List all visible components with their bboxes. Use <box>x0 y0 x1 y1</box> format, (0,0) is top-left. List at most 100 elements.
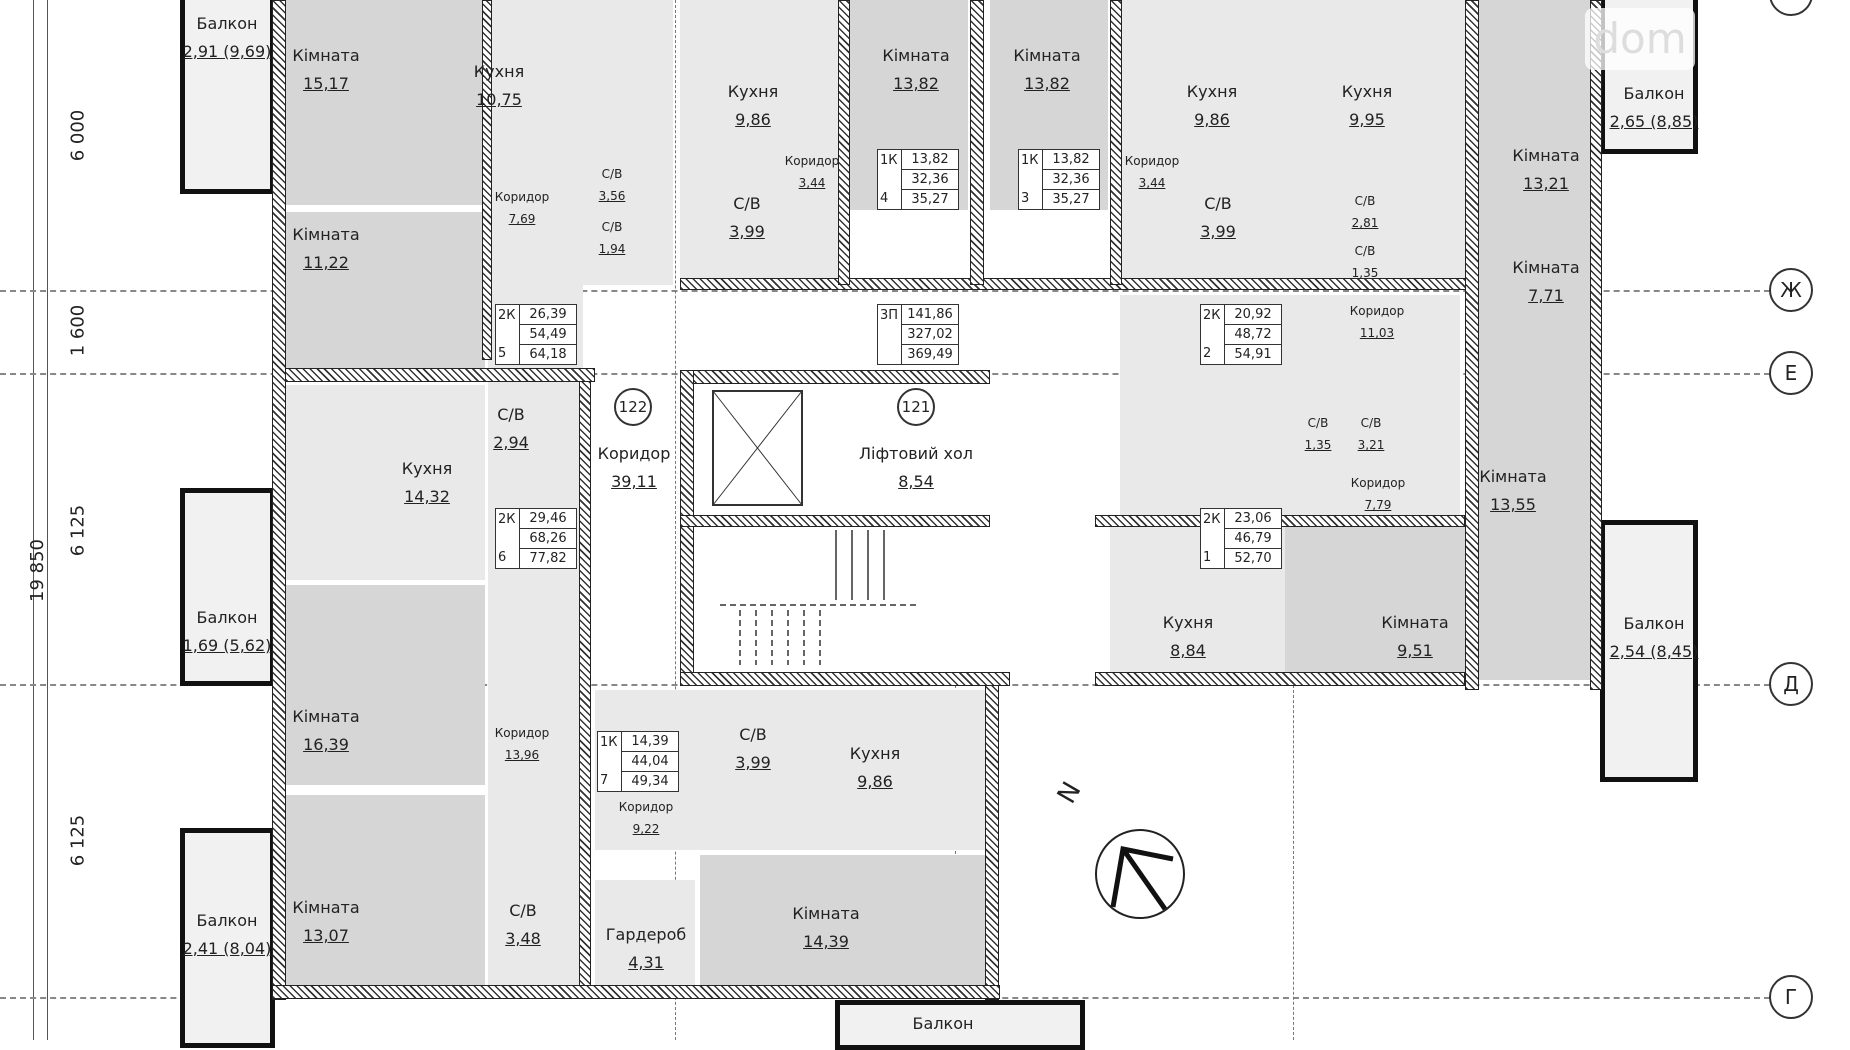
room-area: 13,07 <box>303 926 349 945</box>
room-name: Коридор <box>618 800 674 814</box>
room-fill <box>285 385 485 580</box>
wall <box>680 370 990 384</box>
room-label: Балкон <box>913 1010 974 1038</box>
room-fill <box>583 0 673 285</box>
room-area: 3,48 <box>505 929 541 948</box>
wall <box>1095 672 1465 686</box>
room-name: Кімната <box>1512 146 1580 165</box>
room-area: 14,39 <box>803 932 849 951</box>
apartment-number: 6 <box>498 550 507 565</box>
room-label: Кімната 13,21 <box>1512 142 1579 198</box>
dimension-line <box>47 0 48 1040</box>
apartment-area-value: 54,49 <box>520 325 576 345</box>
room-area: 13,96 <box>504 748 540 762</box>
room-area: 9,86 <box>857 772 893 791</box>
room-name: Кімната <box>1512 258 1580 277</box>
room-area: 14,32 <box>404 487 450 506</box>
apartment-type: 1К <box>1021 153 1039 168</box>
room-area: 3,99 <box>735 753 771 772</box>
room-name: Кімната <box>292 225 360 244</box>
axis-marker: Е <box>1769 351 1813 395</box>
room-area: 7,69 <box>508 212 536 226</box>
room-name: С/В <box>497 405 525 424</box>
wall <box>272 0 286 1000</box>
apartment-type: 1К <box>600 735 618 750</box>
room-name: Кухня <box>849 744 901 763</box>
wall <box>1465 0 1479 690</box>
balcony <box>180 488 275 686</box>
room-label: С/В 3,48 <box>505 897 541 953</box>
room-fill <box>595 880 695 990</box>
room-name: Коридор <box>494 190 550 204</box>
room-area: 9,86 <box>1194 110 1230 129</box>
room-fill <box>1285 525 1465 680</box>
wall <box>680 672 1010 686</box>
apartment-type: 1К <box>880 153 898 168</box>
apartment-area-value: 64,18 <box>529 347 567 362</box>
room-area: 9,95 <box>1349 110 1385 129</box>
axis-marker-top <box>1769 0 1813 16</box>
room-name: С/В <box>733 194 761 213</box>
wall <box>985 685 999 1000</box>
room-area: 3,99 <box>1200 222 1236 241</box>
room-fill <box>680 0 845 285</box>
room-fill <box>285 212 485 370</box>
room-area: 1,69 (5,62) <box>182 636 272 655</box>
room-number-122: 122 <box>614 388 652 426</box>
room-area: 39,11 <box>611 472 657 491</box>
compass-icon <box>1095 829 1185 919</box>
room-fill <box>1120 295 1460 520</box>
room-name: Кімната <box>1479 467 1547 486</box>
apartment-type: 3П <box>880 308 899 323</box>
apartment-number: 2 <box>1203 346 1212 361</box>
apartment-area-value: 48,72 <box>1225 325 1281 345</box>
room-name: С/В <box>509 901 537 920</box>
wall <box>579 370 591 990</box>
wall <box>272 985 1000 999</box>
dimension-total: 19 850 <box>26 539 48 602</box>
dimension-6000: 6 000 <box>67 109 89 162</box>
wall <box>482 0 492 360</box>
wall <box>1590 0 1602 690</box>
room-fill <box>700 855 985 990</box>
apartment-number: 4 <box>880 191 889 206</box>
room-area: 4,31 <box>628 953 664 972</box>
room-area: 8,84 <box>1170 641 1206 660</box>
apartment-area-value: 327,02 <box>902 325 958 345</box>
room-area: 15,17 <box>303 74 349 93</box>
room-area: 13,82 <box>893 74 939 93</box>
room-area: 2,94 <box>493 433 529 452</box>
apartment-area-value: 26,39 <box>520 305 576 325</box>
apartment-area-value: 46,79 <box>1225 529 1281 549</box>
room-area: 13,21 <box>1523 174 1569 193</box>
apartment-area-value: 141,86 <box>902 305 958 325</box>
apartment-type: 2К <box>1203 308 1221 323</box>
dimension-line <box>33 0 34 1040</box>
room-label: Кухня 9,86 <box>850 740 900 796</box>
room-name: Кімната <box>1381 613 1449 632</box>
staircase-icon <box>720 530 920 665</box>
apartment-area-value: 369,49 <box>907 347 953 362</box>
apartment-area-value: 35,27 <box>1052 192 1090 207</box>
apartment-area-value: 35,27 <box>911 192 949 207</box>
apartment-area-value: 52,70 <box>1234 551 1272 566</box>
axis-line-zh <box>0 290 1770 292</box>
room-area: 3,44 <box>1138 176 1166 190</box>
room-area: 1,35 <box>1304 438 1332 452</box>
room-name: С/В <box>1360 416 1382 430</box>
room-number-121: 121 <box>897 388 935 426</box>
